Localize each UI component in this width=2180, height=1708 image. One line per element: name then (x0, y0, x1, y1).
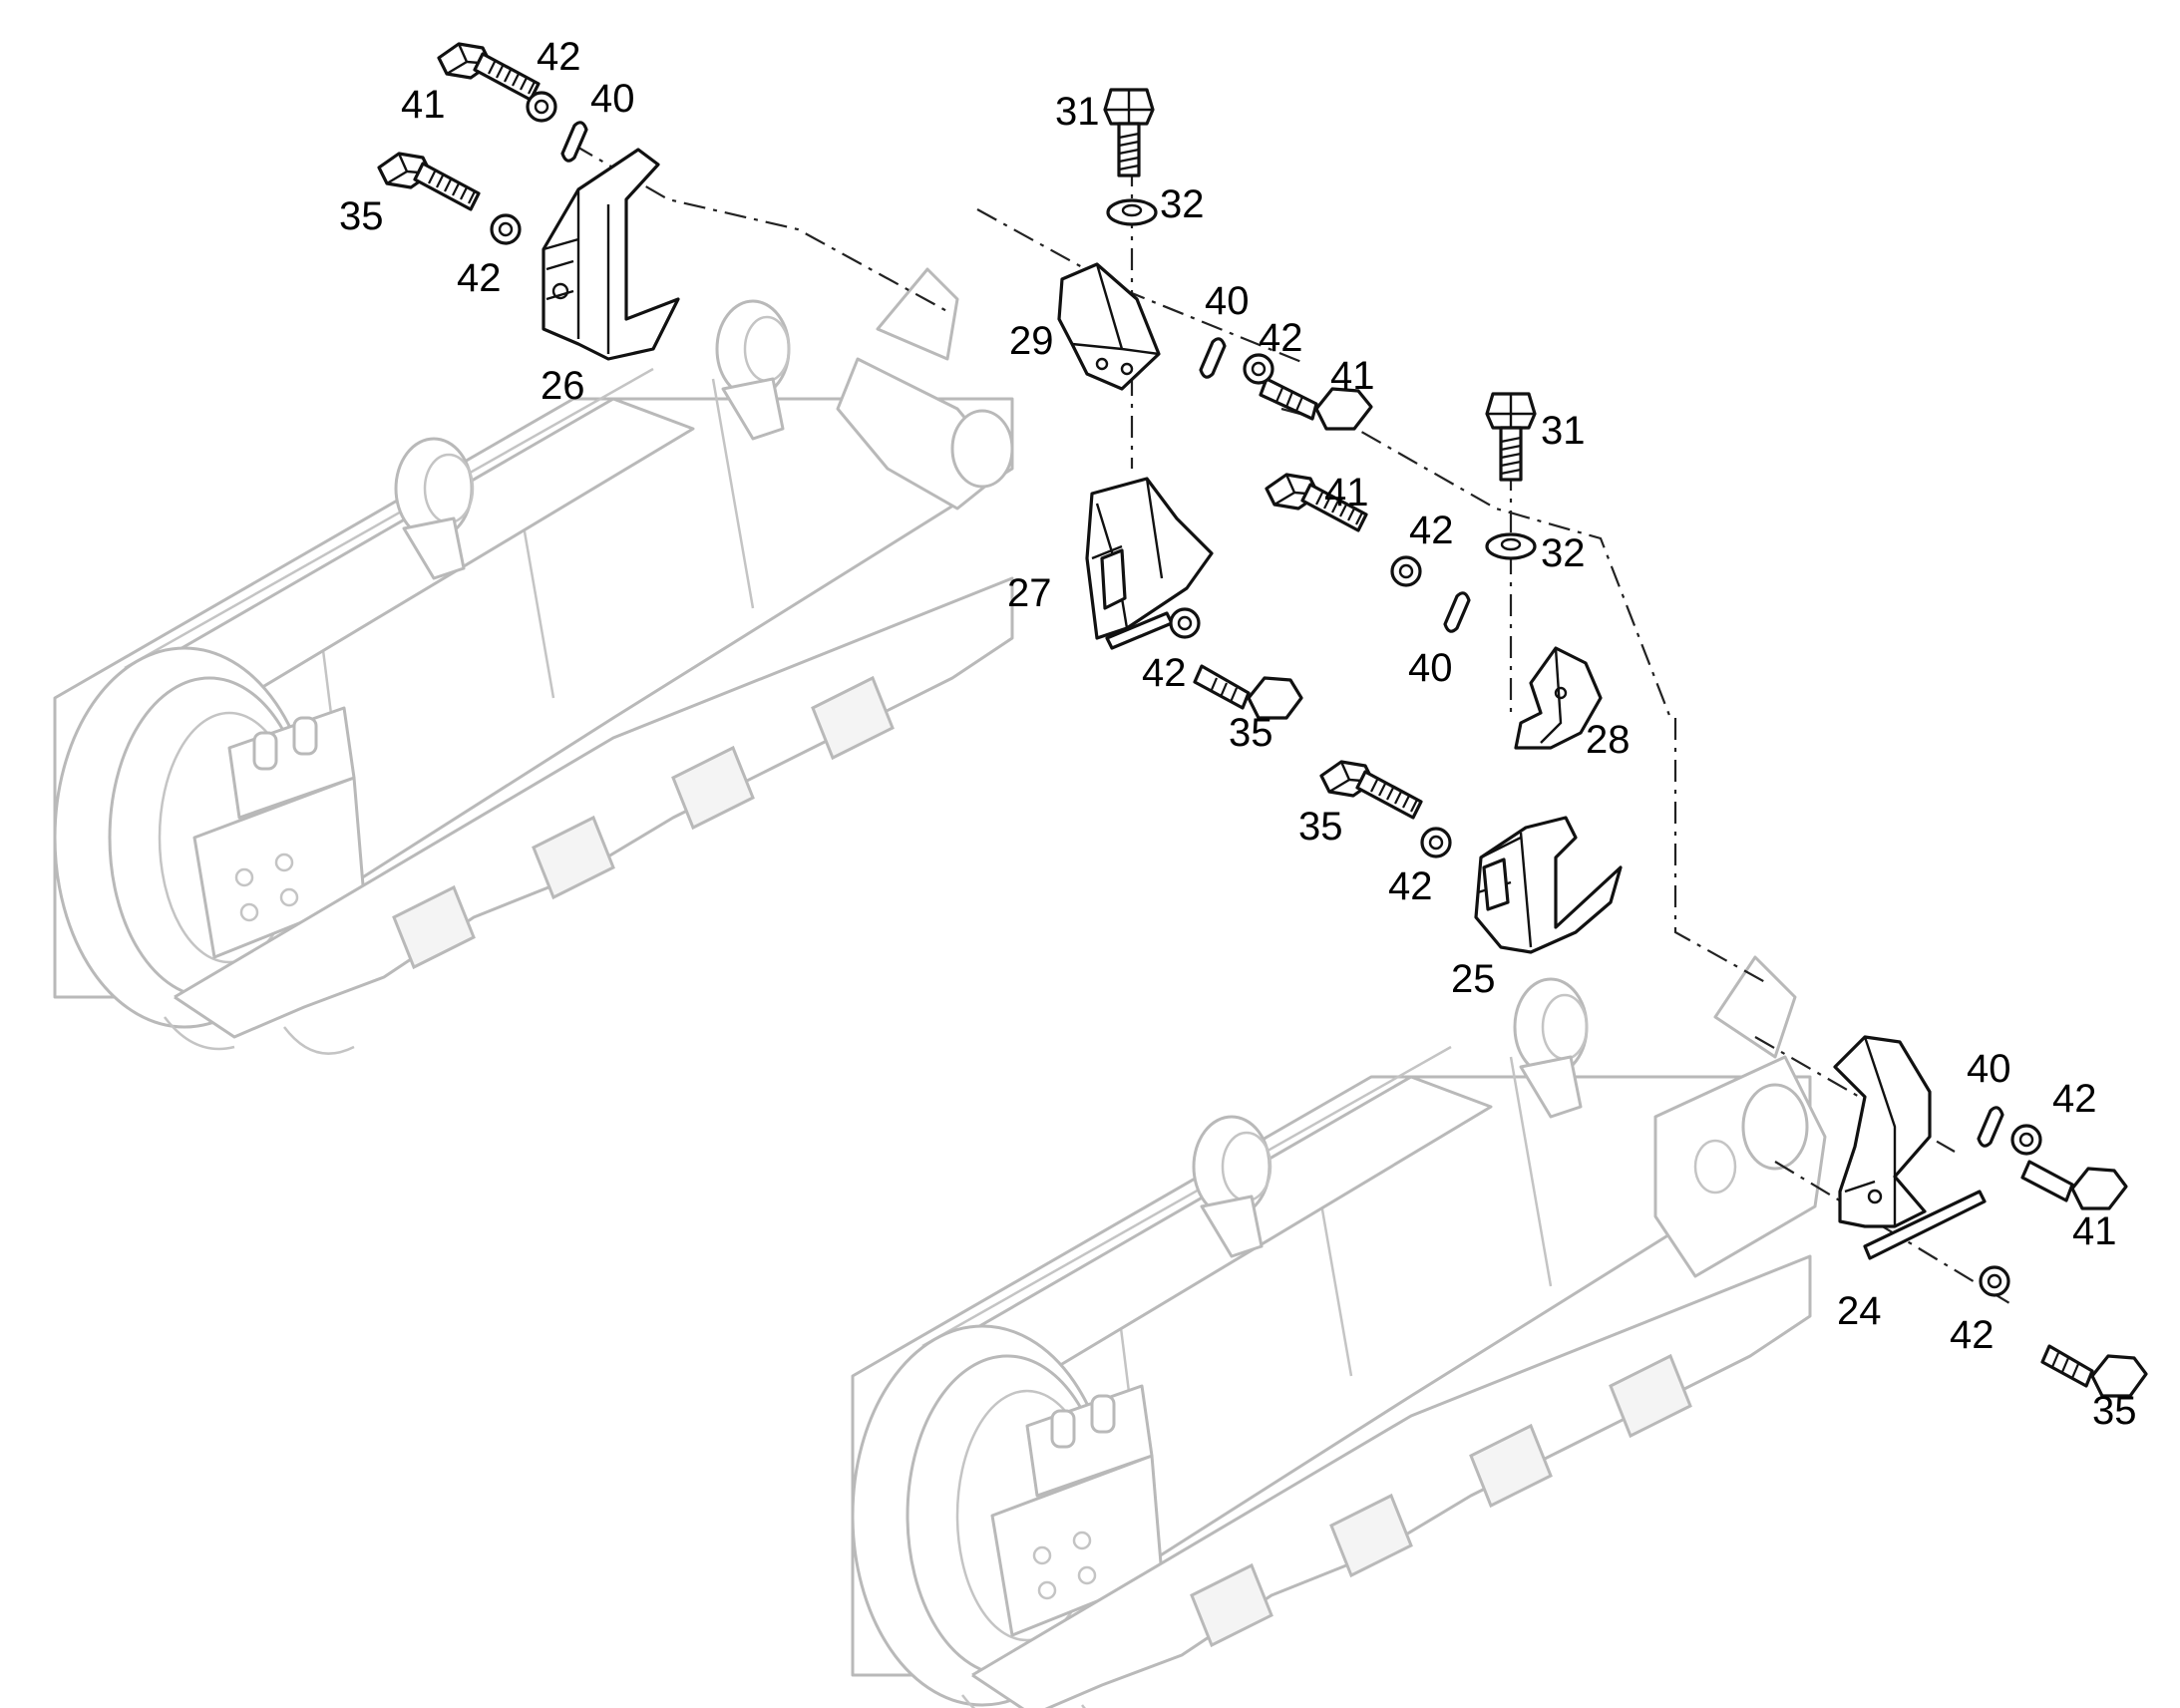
bolt-41-b[interactable] (1259, 377, 1373, 431)
bracket-28[interactable] (1514, 646, 1603, 750)
callout-42-b: 42 (457, 256, 502, 300)
washer-42-b[interactable] (490, 213, 522, 245)
callout-31-a: 31 (1055, 90, 1100, 134)
washer-42-g[interactable] (2010, 1124, 2042, 1156)
bolt-41-a[interactable] (437, 42, 541, 102)
bolt-35-d[interactable] (2040, 1344, 2148, 1398)
callout-35-b: 35 (1229, 711, 1273, 755)
frame-sprocket-plate-lower (1653, 955, 1827, 1278)
spacer-40-c[interactable] (1443, 591, 1471, 633)
callout-35-a: 35 (339, 194, 384, 238)
callout-35-d: 35 (2092, 1389, 2137, 1433)
callout-29: 29 (1009, 319, 1054, 363)
washer-42-a[interactable] (526, 91, 557, 123)
bracket-24[interactable] (1833, 1035, 1987, 1260)
callout-31-b: 31 (1541, 409, 1586, 453)
frame-tube-end-upper (836, 267, 1014, 511)
spacer-40-b[interactable] (1199, 337, 1227, 379)
callout-28: 28 (1586, 718, 1631, 762)
washer-32-b[interactable] (1485, 532, 1537, 560)
callout-40-d: 40 (1967, 1047, 2011, 1091)
callout-41-c: 41 (1324, 471, 1369, 514)
callout-24: 24 (1837, 1289, 1882, 1333)
bolt-31-a[interactable] (1103, 88, 1155, 177)
callout-41-d: 41 (2072, 1209, 2117, 1253)
callout-42-g: 42 (2052, 1077, 2097, 1121)
bracket-25[interactable] (1474, 816, 1623, 954)
bolt-31-b[interactable] (1485, 392, 1537, 482)
callout-27: 27 (1007, 571, 1052, 615)
bolt-35-b[interactable] (1193, 664, 1303, 720)
washer-42-e[interactable] (1169, 607, 1201, 639)
callout-42-c: 42 (1259, 316, 1303, 360)
track-frame-lower (851, 977, 1812, 1708)
callout-42-d: 42 (1409, 509, 1454, 552)
washer-32-a[interactable] (1106, 198, 1158, 226)
callout-42-h: 42 (1950, 1313, 1995, 1357)
washer-42-h[interactable] (1979, 1265, 2010, 1297)
bracket-29[interactable] (1057, 262, 1161, 391)
callout-40-a: 40 (590, 77, 635, 121)
callout-35-c: 35 (1298, 805, 1343, 849)
washer-42-f[interactable] (1420, 827, 1452, 858)
callout-26: 26 (541, 364, 585, 408)
callout-42-e: 42 (1142, 651, 1187, 695)
spacer-40-d[interactable] (1977, 1106, 2004, 1148)
callout-41-a: 41 (401, 83, 446, 127)
callout-40-b: 40 (1205, 279, 1250, 323)
washer-42-d[interactable] (1390, 555, 1422, 587)
bracket-26[interactable] (542, 148, 680, 361)
callout-42-f: 42 (1388, 864, 1433, 908)
bolt-35-a[interactable] (377, 152, 481, 211)
callout-labels: 41 42 40 35 42 26 31 32 40 42 29 41 31 4… (339, 35, 2137, 1433)
callout-42-a: 42 (537, 35, 581, 79)
bracket-27[interactable] (1085, 477, 1214, 650)
callout-25: 25 (1451, 957, 1496, 1001)
callout-41-b: 41 (1330, 354, 1375, 398)
callout-40-c: 40 (1408, 646, 1453, 690)
callout-32-a: 32 (1160, 182, 1205, 226)
spacer-40-a[interactable] (560, 121, 588, 163)
bolt-41-d[interactable] (2020, 1160, 2128, 1210)
callout-32-b: 32 (1541, 531, 1586, 575)
